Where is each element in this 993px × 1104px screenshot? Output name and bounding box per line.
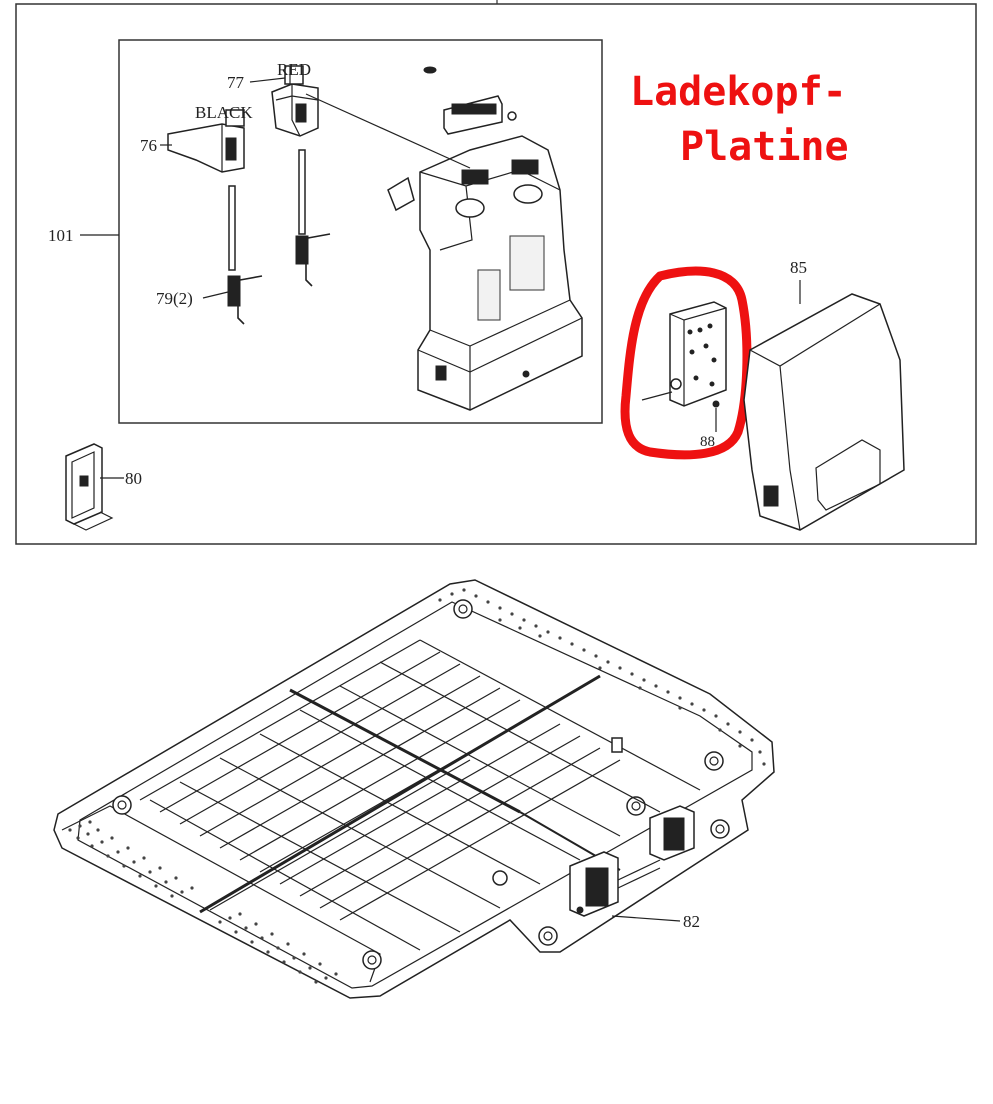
part-88-charging-head-pcb [641,301,727,408]
callout-79: 79(2) [156,289,193,308]
part-77-red-connector [271,65,319,137]
label-black: BLACK [195,103,253,122]
part-85-cover [743,293,905,531]
outer-frame [15,3,977,545]
small-clip-part [423,66,517,135]
annotation-line-1: Ladekopf- [630,69,847,115]
dot-pattern-top [438,588,766,766]
dot-pattern-left [68,820,338,984]
red-highlight-circle [620,266,752,460]
part-82-base-plate [53,579,775,999]
callout-101: 101 [48,226,74,245]
callout-76: 76 [140,136,157,155]
label-red: RED [277,60,311,79]
connector-rods [228,149,306,271]
part-76-black-connector [167,109,245,173]
charging-head-housing [417,135,583,411]
part-79-contact-pins [227,233,331,325]
callout-80: 80 [125,469,142,488]
callout-85: 85 [790,258,807,277]
callout-88: 88 [700,434,715,450]
small-plate-part [387,176,415,212]
callout-77: 77 [227,73,245,92]
assembly-101-frame [118,39,603,424]
part-80-bracket [65,443,114,531]
callout-82: 82 [683,912,700,931]
annotation-line-2: Platine [680,124,849,170]
